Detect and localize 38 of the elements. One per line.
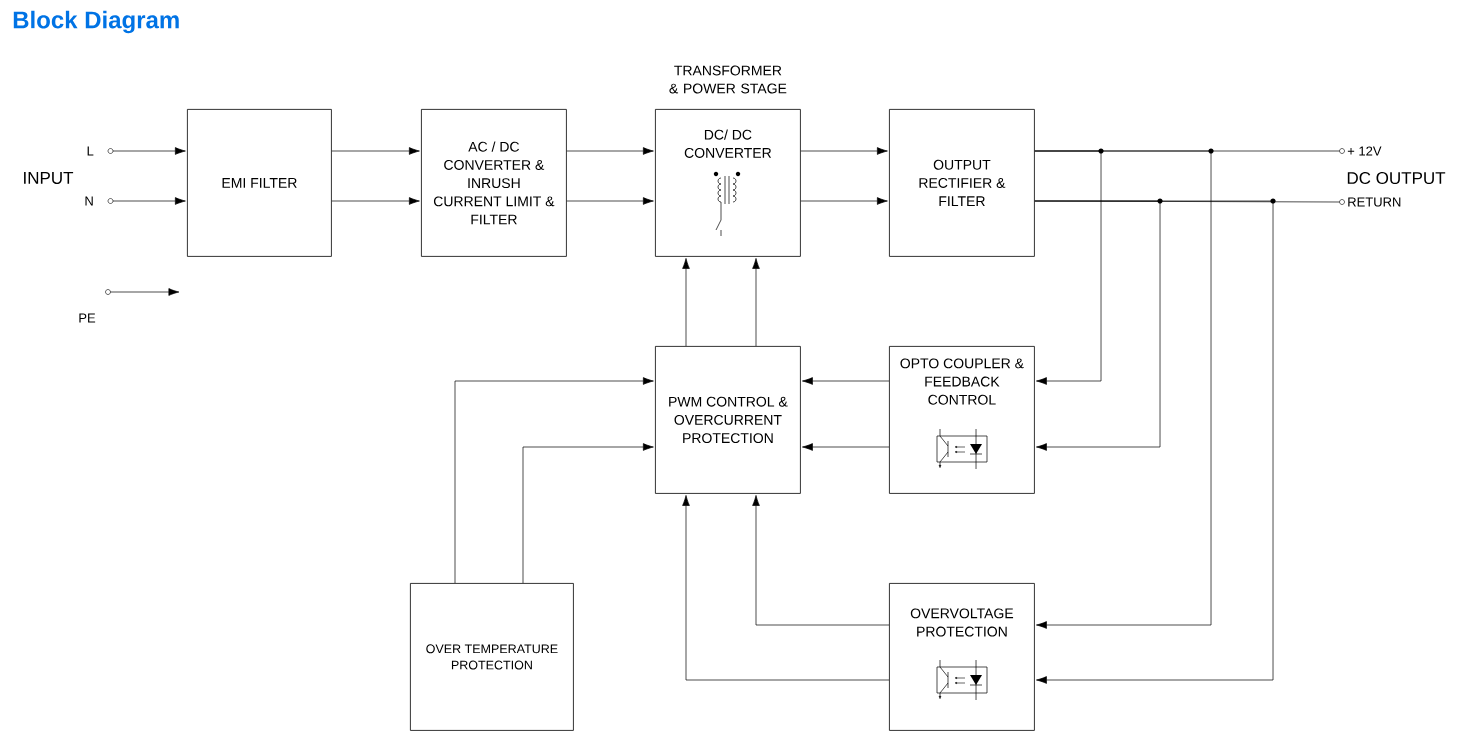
arrow (800, 197, 888, 205)
arrow (1034, 150, 1212, 629)
arrow (1034, 150, 1102, 385)
arrow (112, 197, 186, 205)
arrow (112, 147, 186, 155)
section-label: INPUT (24, 172, 74, 184)
block-box: DC/ DC CONVERTER (655, 109, 801, 257)
terminal-label: PE (79, 313, 96, 323)
arrow (566, 147, 654, 155)
block-box: EMI FILTER (187, 109, 332, 257)
arrow (800, 147, 888, 155)
terminal-label: L (87, 146, 94, 156)
arrow (752, 258, 760, 347)
block-box: PWM CONTROL & OVERCURRENT PROTECTION (655, 346, 801, 494)
block-box: AC / DC CONVERTER & INRUSH CURRENT LIMIT & FILTER (421, 109, 567, 257)
arrow (110, 288, 180, 296)
arrow (682, 495, 890, 681)
section-label: DC OUTPUT (1347, 172, 1446, 185)
arrow (682, 258, 690, 347)
block-heading: TRANSFORMER & POWER STAGE (669, 65, 787, 94)
arrow (331, 147, 420, 155)
arrow (802, 443, 890, 451)
arrow (566, 197, 654, 205)
heading: Block Diagram (13, 10, 179, 34)
terminal-label: RETURN (1348, 197, 1401, 207)
arrow (1034, 200, 1161, 451)
terminal-label: N (85, 196, 93, 206)
terminal-label: + 12V (1347, 146, 1382, 156)
arrow (752, 495, 890, 626)
arrow (802, 377, 890, 385)
arrow (1034, 200, 1274, 684)
arrow (331, 197, 420, 205)
block-box: OVER TEMPERATURE PROTECTION (410, 583, 574, 731)
arrow (454, 377, 654, 584)
block-box: OVERVOLTAGE PROTECTION (889, 583, 1035, 731)
block-box: OPTO COUPLER & FEEDBACK CONTROL (889, 346, 1035, 494)
arrow (522, 443, 654, 584)
block-box: OUTPUT RECTIFIER & FILTER (889, 109, 1035, 257)
